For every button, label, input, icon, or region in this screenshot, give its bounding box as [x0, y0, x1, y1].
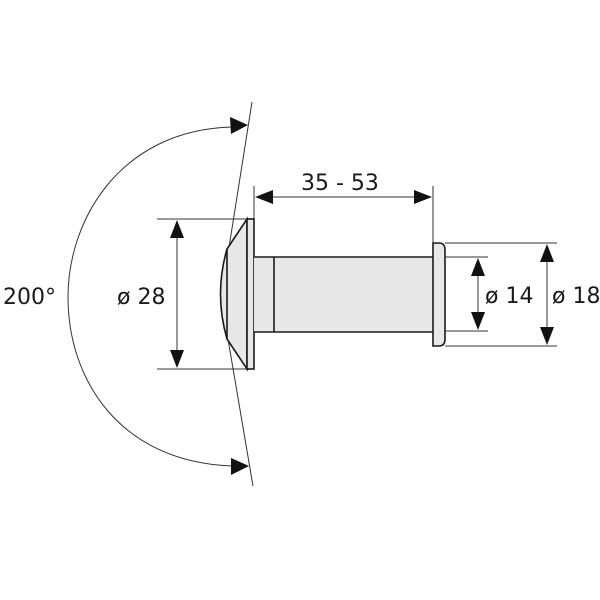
barrel-diameter-label: ø 14	[485, 284, 533, 309]
arc-arrow-bottom	[231, 458, 249, 475]
cap-diameter-label: ø 18	[552, 284, 600, 309]
peephole-cap	[432, 242, 446, 347]
door-thickness-label: 35 - 53	[301, 171, 379, 196]
door-thickness-dimension	[253, 186, 434, 243]
viewing-angle-label: 200°	[3, 285, 56, 310]
peephole-head	[219, 216, 255, 372]
peephole-barrel	[254, 256, 434, 333]
arc-arrow-top	[230, 117, 248, 134]
head-diameter-dimension	[157, 218, 254, 370]
head-flange	[246, 218, 255, 370]
barrel-diameter-dimension	[445, 256, 488, 332]
cap-diameter-dimension	[445, 242, 557, 347]
head-diameter-label: ø 28	[117, 285, 165, 310]
viewing-angle-arc	[67, 117, 249, 475]
